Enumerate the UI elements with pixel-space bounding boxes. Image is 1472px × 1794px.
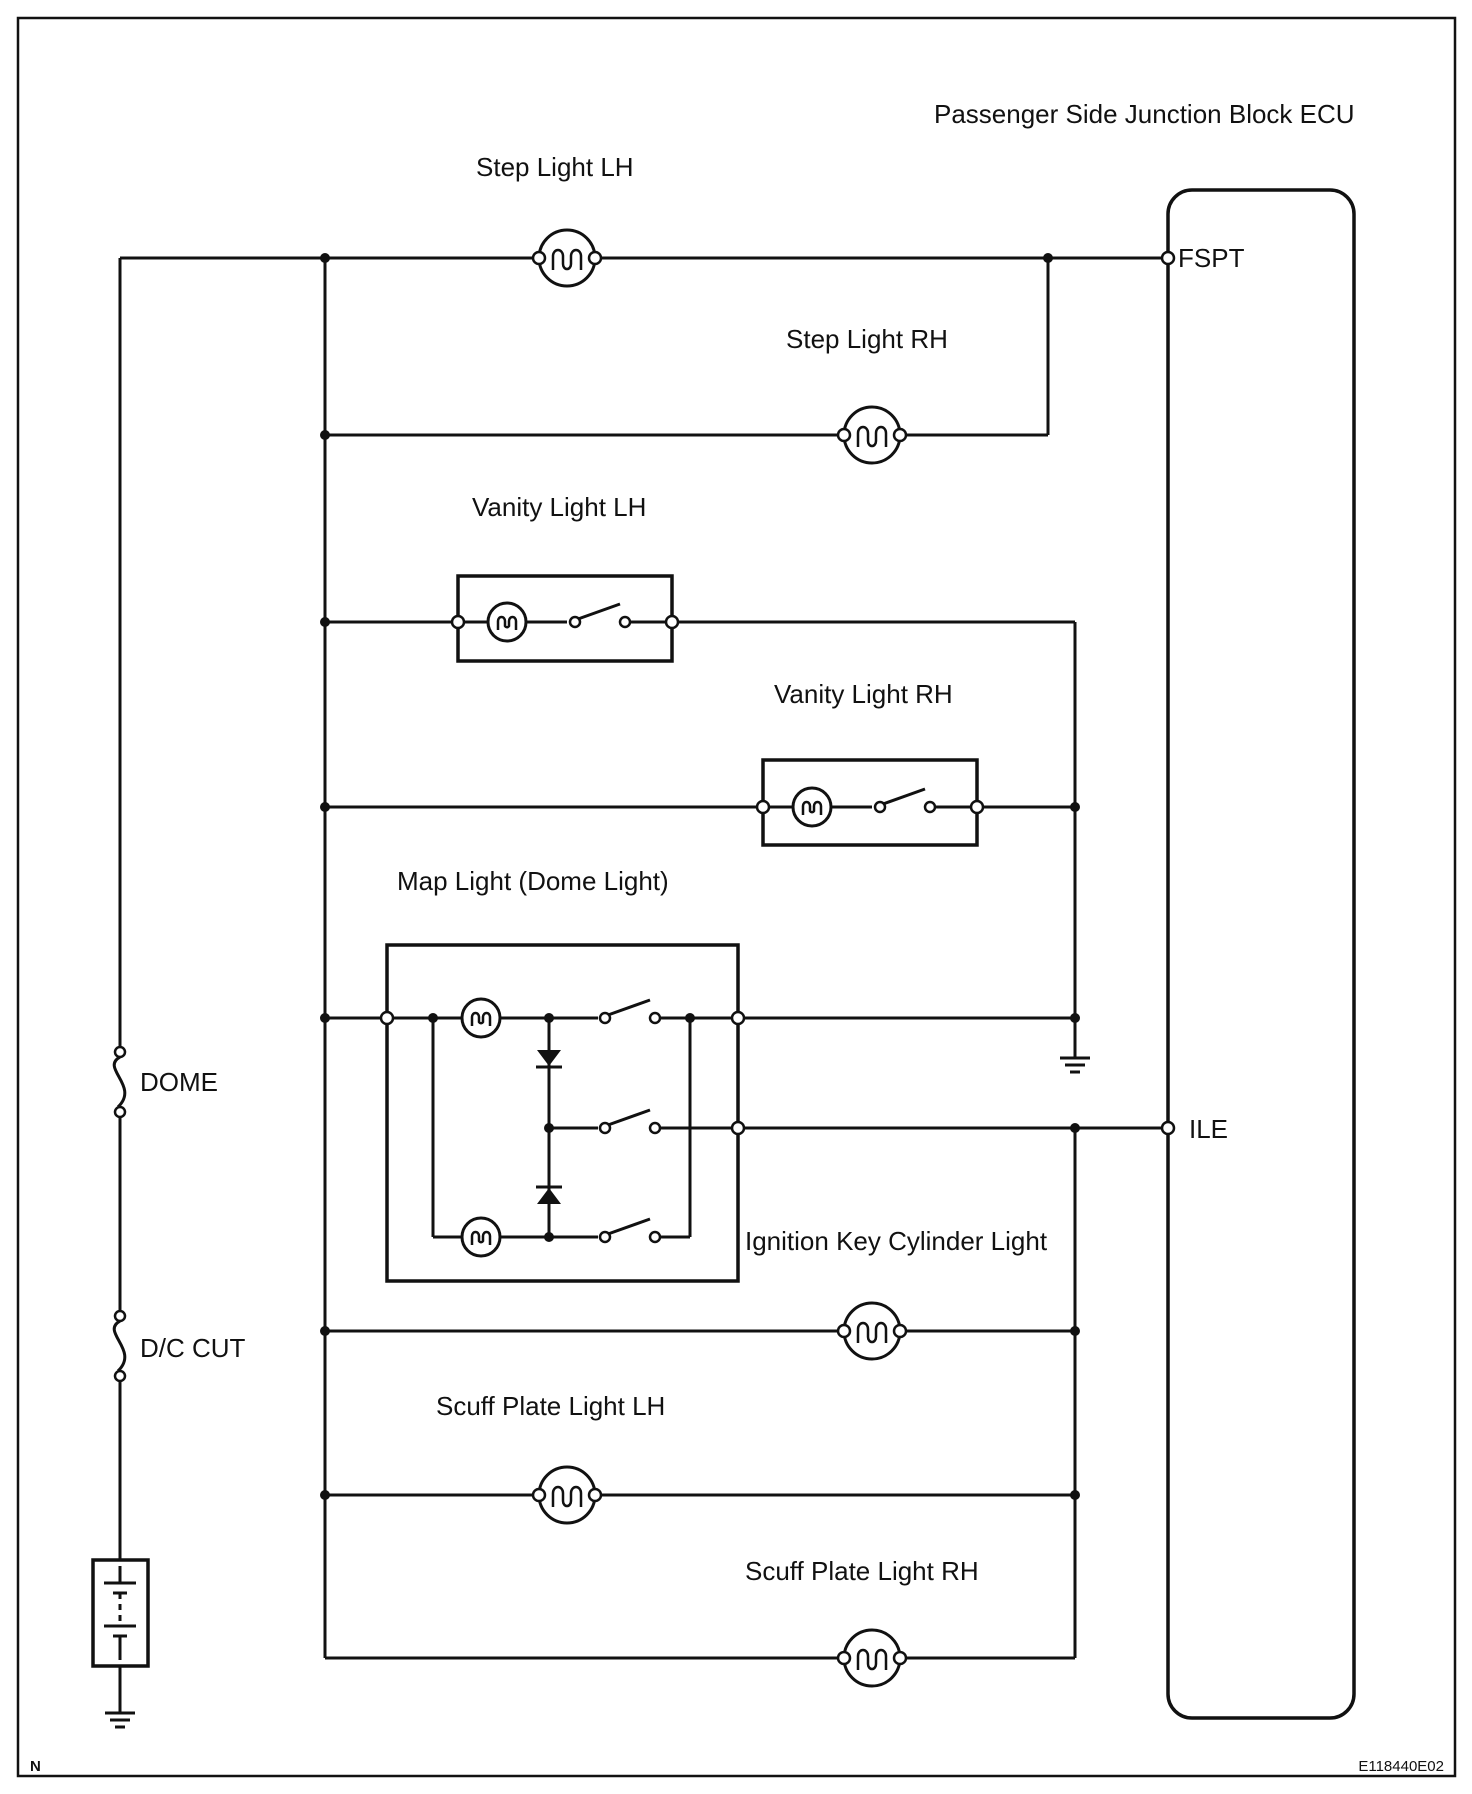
map-light-assembly — [379, 943, 746, 1283]
switch-icon — [873, 787, 937, 814]
diagram-frame — [16, 16, 1457, 1778]
ground-icon — [1058, 1038, 1092, 1074]
scuff-plate-light-rh — [836, 1628, 908, 1688]
ecu-label: Passenger Side Junction Block ECU — [934, 99, 1355, 129]
map-light-label: Map Light (Dome Light) — [397, 866, 669, 896]
step-light-rh-label: Step Light RH — [786, 324, 948, 354]
switch-icon — [598, 998, 662, 1025]
bulb-icon — [460, 997, 502, 1039]
ignition-key-cylinder-light — [836, 1301, 908, 1361]
fspt-terminal — [1160, 250, 1176, 266]
figure-code-label: E118440E02 — [1358, 1758, 1444, 1775]
step-light-rh — [836, 405, 908, 465]
junction-block-ecu — [1166, 188, 1356, 1720]
switch-icon — [568, 602, 632, 629]
bulb-icon — [486, 601, 528, 643]
fuse-icon — [112, 1309, 127, 1383]
scuff-plate-lh-label: Scuff Plate Light LH — [436, 1391, 665, 1421]
battery-icon — [91, 1558, 150, 1668]
vanity-light-lh-label: Vanity Light LH — [472, 492, 646, 522]
vanity-light-rh — [755, 758, 985, 847]
ignition-key-cylinder-label: Ignition Key Cylinder Light — [745, 1226, 1048, 1256]
switch-icon — [598, 1217, 662, 1244]
scuff-plate-light-lh — [531, 1465, 603, 1525]
fspt-label: FSPT — [1178, 243, 1245, 273]
fuse-icon — [112, 1045, 127, 1119]
junction-dots — [320, 253, 1080, 1500]
diode-icon — [536, 1172, 562, 1212]
bulb-icon — [460, 1216, 502, 1258]
bulb-icon — [791, 786, 833, 828]
bulb-icon — [537, 1465, 597, 1525]
corner-left-label: N — [30, 1758, 41, 1775]
bulb-icon — [537, 228, 597, 288]
scuff-plate-rh-label: Scuff Plate Light RH — [745, 1556, 979, 1586]
bulb-icon — [842, 1628, 902, 1688]
ile-terminal — [1160, 1120, 1176, 1136]
bulb-icon — [842, 405, 902, 465]
diode-icon — [536, 1040, 562, 1080]
vanity-light-rh-label: Vanity Light RH — [774, 679, 953, 709]
switch-icon — [598, 1108, 662, 1135]
step-light-lh-label: Step Light LH — [476, 152, 634, 182]
dc-cut-fuse-label: D/C CUT — [140, 1333, 246, 1363]
step-light-lh — [531, 228, 603, 288]
ground-icon — [103, 1693, 137, 1729]
vanity-light-lh — [450, 574, 680, 663]
dome-fuse-label: DOME — [140, 1067, 218, 1097]
bulb-icon — [842, 1301, 902, 1361]
ile-label: ILE — [1189, 1114, 1228, 1144]
